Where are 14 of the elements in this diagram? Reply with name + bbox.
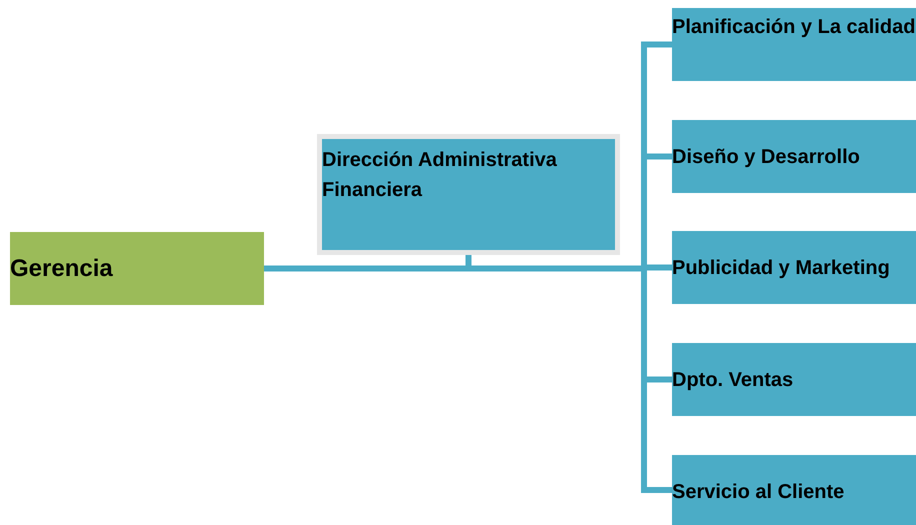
- box-label: Planificación y La calidad: [672, 15, 916, 40]
- root-box: [10, 232, 264, 305]
- box-label: Dpto. Ventas: [672, 368, 794, 392]
- box-label: Gerencia: [10, 254, 114, 284]
- box-label: Diseño y Desarrollo: [672, 144, 861, 170]
- department-box: [672, 120, 916, 193]
- box-label: Dirección Administrativa Financiera: [322, 148, 558, 203]
- department-box: [672, 343, 916, 416]
- department-box: [672, 455, 916, 525]
- box-label: Servicio al Cliente: [672, 480, 846, 505]
- department-box: [672, 8, 916, 81]
- department-box: [317, 134, 620, 255]
- box-label: Publicidad y Marketing: [672, 256, 891, 280]
- department-box: [672, 231, 916, 304]
